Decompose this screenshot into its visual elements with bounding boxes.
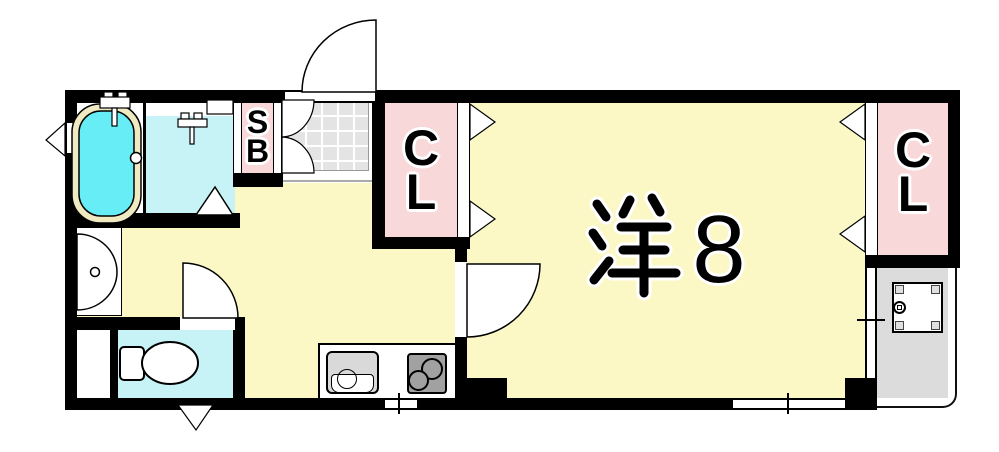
window-kitchen-tick	[398, 393, 400, 414]
wall-hall-main-upper	[455, 237, 467, 263]
balcony-sliding-door-tick	[857, 319, 885, 321]
toilet-room-floor	[118, 330, 235, 398]
main-room-digit: 8	[688, 202, 750, 298]
closet-center-label: C L	[385, 122, 457, 218]
entrance-door	[301, 19, 377, 93]
closet-center-letter-l: L	[405, 164, 437, 220]
window-left-bath	[65, 123, 77, 153]
closet-center-door-face	[457, 103, 470, 237]
wall-step-post	[465, 378, 507, 410]
stove-burner-left	[408, 370, 429, 391]
closet-center	[385, 103, 457, 237]
wall-closet-center-bottom	[372, 237, 470, 249]
closet-right-letter-l: L	[897, 166, 929, 222]
shoe-box-right-face	[273, 102, 282, 173]
shoe-box	[242, 102, 273, 173]
closet-right-letter-c: C	[894, 122, 932, 178]
window-kitchen	[385, 398, 417, 410]
shoe-box-left-face	[233, 102, 242, 173]
closet-center-letter-c: C	[402, 120, 440, 176]
wall-toilet-right	[233, 317, 245, 410]
closet-right-label: C L	[878, 124, 948, 220]
shoe-box-letter-b: B	[245, 133, 270, 169]
balcony-outline	[877, 263, 957, 408]
washing-area-top-band	[145, 102, 235, 116]
wall-right	[948, 90, 960, 268]
wall-toilet-top-left	[65, 317, 180, 330]
wall-bath-bottom	[65, 213, 240, 228]
kitchen-sink-drain	[337, 369, 357, 389]
entrance-step-line	[281, 180, 375, 182]
closet-right	[878, 103, 948, 255]
balcony-sliding-door	[865, 268, 877, 378]
closet-right-door-face	[865, 103, 878, 255]
shoe-box-letter-s: S	[246, 103, 269, 140]
washer-pan-corner	[931, 321, 940, 330]
shoe-box-label: S B	[242, 104, 273, 170]
window-main-room-tick	[787, 393, 789, 414]
window-main-room	[733, 398, 845, 410]
wall-top-left	[65, 90, 285, 103]
main-room-digit-text: 8	[692, 196, 746, 303]
wall-toilet-inner-left	[110, 320, 118, 410]
main-room-doorway	[455, 262, 467, 337]
casement-window-left	[45, 121, 66, 158]
washer-pan-corner	[895, 285, 904, 294]
wall-entrance-closet	[372, 90, 385, 249]
bath-divider-line	[143, 102, 146, 215]
washing-area-floor	[145, 116, 235, 215]
bathtub-room-floor	[65, 102, 145, 215]
entrance-threshold	[285, 90, 375, 103]
toilet-doorway	[180, 317, 235, 330]
wall-closet-right-bottom	[865, 255, 960, 268]
toilet-shaft	[77, 328, 110, 398]
washer-faucet	[893, 301, 906, 314]
wall-shoebox-bottom	[233, 173, 283, 187]
washer-pan-corner	[895, 321, 904, 330]
washer-faucet-valve	[897, 305, 902, 310]
wall-top-right	[375, 90, 960, 103]
entrance-tile	[288, 99, 369, 171]
wall-hall-main-lower	[455, 336, 467, 410]
washer-pan-corner	[931, 285, 940, 294]
wall-post-balcony	[845, 378, 877, 410]
